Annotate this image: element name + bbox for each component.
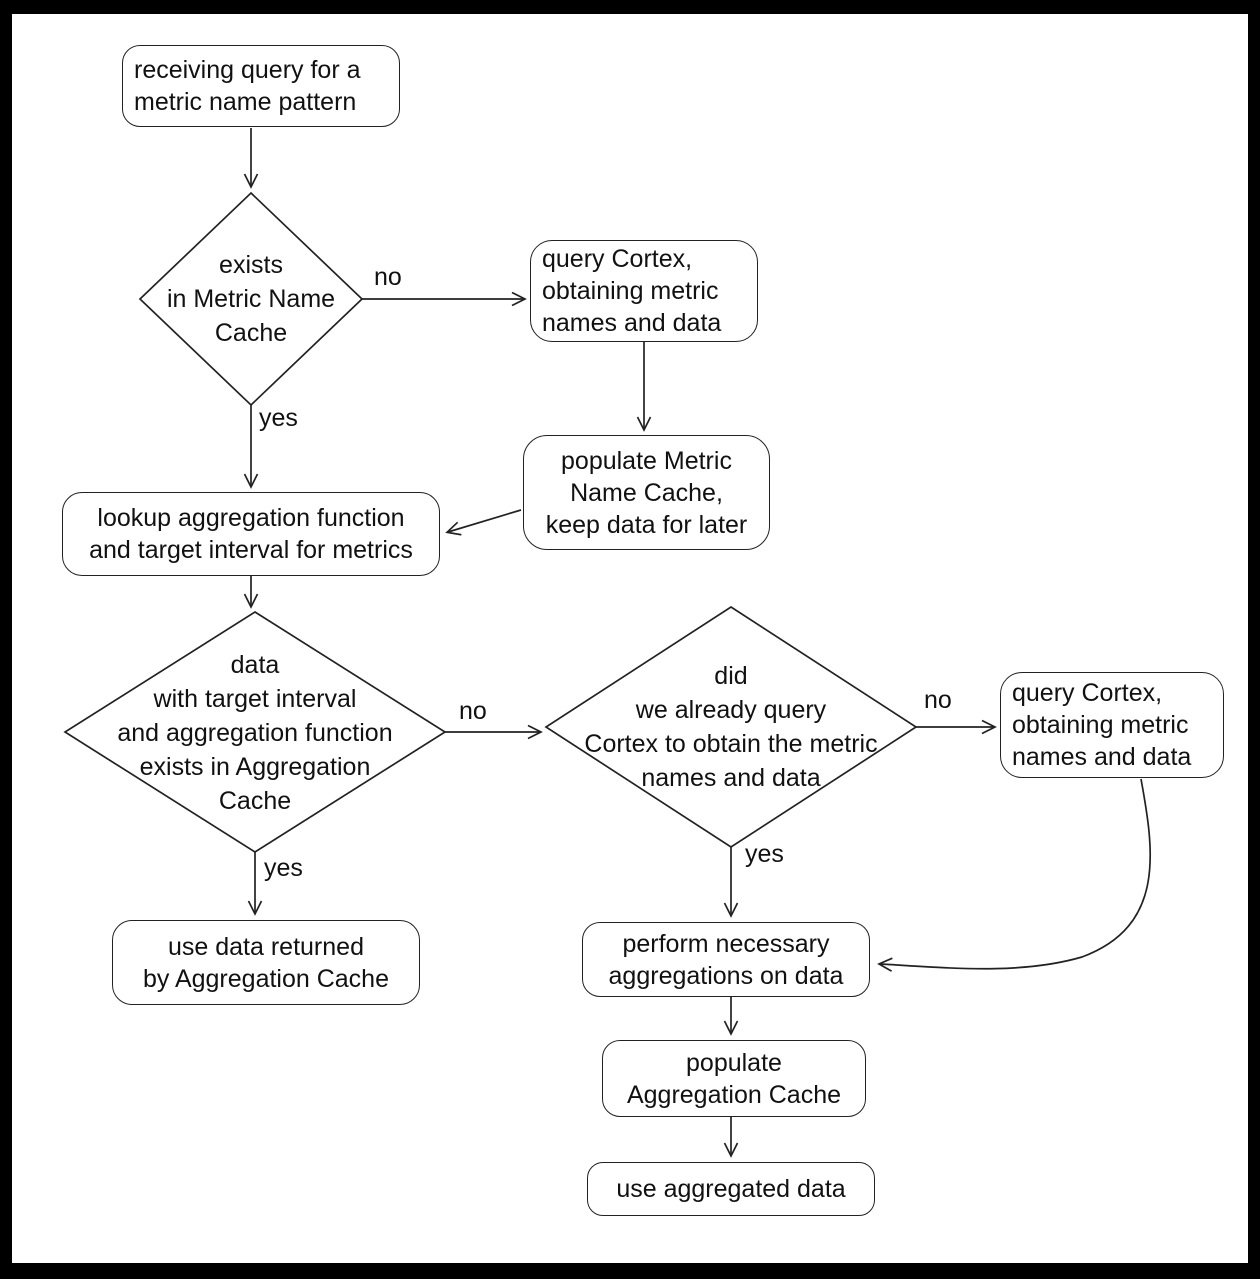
edge-label-agg-cache-yes: yes [264, 854, 303, 882]
node-populate-aggregation-cache: populate Aggregation Cache [602, 1040, 866, 1117]
node-query-cortex-right: query Cortex, obtaining metric names and… [1000, 672, 1224, 778]
edge-label-agg-cache-no: no [459, 697, 487, 725]
edge-label-metric-cache-yes: yes [259, 404, 298, 432]
node-use-aggregated-data: use aggregated data [587, 1162, 875, 1216]
edge-label-already-queried-no: no [924, 686, 952, 714]
node-perform-aggregations: perform necessary aggregations on data [582, 922, 870, 997]
node-populate-metric-name-cache: populate Metric Name Cache, keep data fo… [523, 435, 770, 550]
node-receive-query: receiving query for a metric name patter… [122, 45, 400, 127]
edge-label-metric-cache-no: no [374, 263, 402, 291]
node-query-cortex-top: query Cortex, obtaining metric names and… [530, 240, 758, 342]
decision-data-exists-in-aggregation-cache-label: data with target interval and aggregatio… [117, 650, 393, 815]
decision-already-queried-cortex-label: did we already query Cortex to obtain th… [584, 662, 878, 792]
decision-exists-in-metric-name-cache-label: exists in Metric Name Cache [166, 251, 336, 347]
node-use-aggregation-cache-data: use data returned by Aggregation Cache [112, 920, 420, 1005]
edge-label-already-queried-yes: yes [745, 840, 784, 868]
node-lookup-aggregation: lookup aggregation function and target i… [62, 492, 440, 576]
